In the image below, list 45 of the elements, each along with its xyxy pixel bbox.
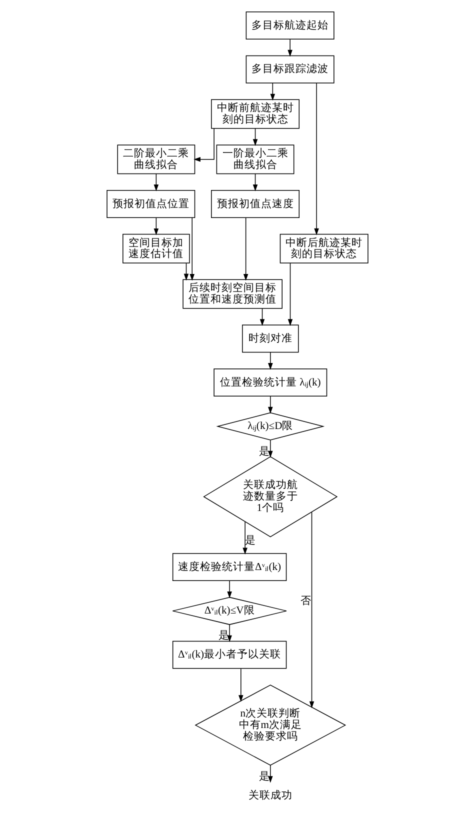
arrow bbox=[268, 440, 272, 458]
node-text: 关联成功 bbox=[248, 790, 292, 802]
arrow bbox=[153, 217, 158, 236]
node-box: 二阶最小二乘曲线拟合 bbox=[116, 144, 195, 174]
arrow bbox=[268, 396, 272, 414]
arrow bbox=[242, 217, 248, 281]
arrow bbox=[226, 580, 232, 598]
arrow bbox=[308, 512, 314, 708]
edge-label: 是 bbox=[218, 630, 229, 642]
arrow bbox=[270, 82, 275, 101]
arrow bbox=[183, 262, 188, 281]
arrow bbox=[314, 82, 318, 236]
node-diamond: Δᵛᵢₗ(k)≤V限 bbox=[172, 596, 286, 625]
node-box: 时刻对准 bbox=[242, 324, 298, 353]
edge-label: 是 bbox=[258, 771, 270, 782]
arrow bbox=[268, 352, 272, 370]
node-box: 多目标航迹起始 bbox=[245, 12, 334, 40]
node-box: 中断后航迹某时刻的目标状态 bbox=[279, 234, 368, 264]
arrow bbox=[252, 128, 258, 146]
node-box: 后续时刻空间目标位置和速度预测值 bbox=[182, 279, 282, 309]
node-diamond: n次关联判断中有m次满足检验要求吗 bbox=[194, 684, 346, 766]
arrow bbox=[259, 308, 264, 326]
arrow bbox=[189, 217, 194, 281]
arrow bbox=[252, 174, 258, 192]
node-diamond: λᵢⱼ(k)≤D限 bbox=[216, 412, 324, 440]
arrow bbox=[193, 128, 214, 162]
node-box: 空间目标加速度估计值 bbox=[122, 234, 190, 264]
edge-label: 是 bbox=[244, 535, 256, 546]
node-box: 一阶最小二乘曲线拟合 bbox=[216, 144, 294, 174]
edge-label: 是 bbox=[258, 446, 270, 458]
node-box: 多目标跟踪滤波 bbox=[245, 55, 334, 84]
node-box: 速度检验统计量Δᵛᵢₗ(k) bbox=[172, 553, 286, 582]
node-box: 中断前航迹某时刻的目标状态 bbox=[210, 99, 300, 129]
arrow bbox=[287, 262, 292, 326]
arrow bbox=[226, 624, 232, 642]
arrow bbox=[287, 38, 292, 57]
arrow bbox=[153, 174, 158, 192]
arrow bbox=[268, 764, 272, 783]
edge-label: 否 bbox=[300, 596, 312, 608]
arrow bbox=[242, 521, 247, 555]
node-box: 预报初值点位置 bbox=[106, 190, 195, 218]
node-box: Δᵛᵢₗ(k)最小者予以关联 bbox=[172, 640, 286, 669]
node-box: 预报初值点速度 bbox=[210, 190, 300, 218]
arrow bbox=[238, 668, 243, 702]
node-box: 位置检验统计量 λᵢⱼ(k) bbox=[213, 368, 327, 396]
